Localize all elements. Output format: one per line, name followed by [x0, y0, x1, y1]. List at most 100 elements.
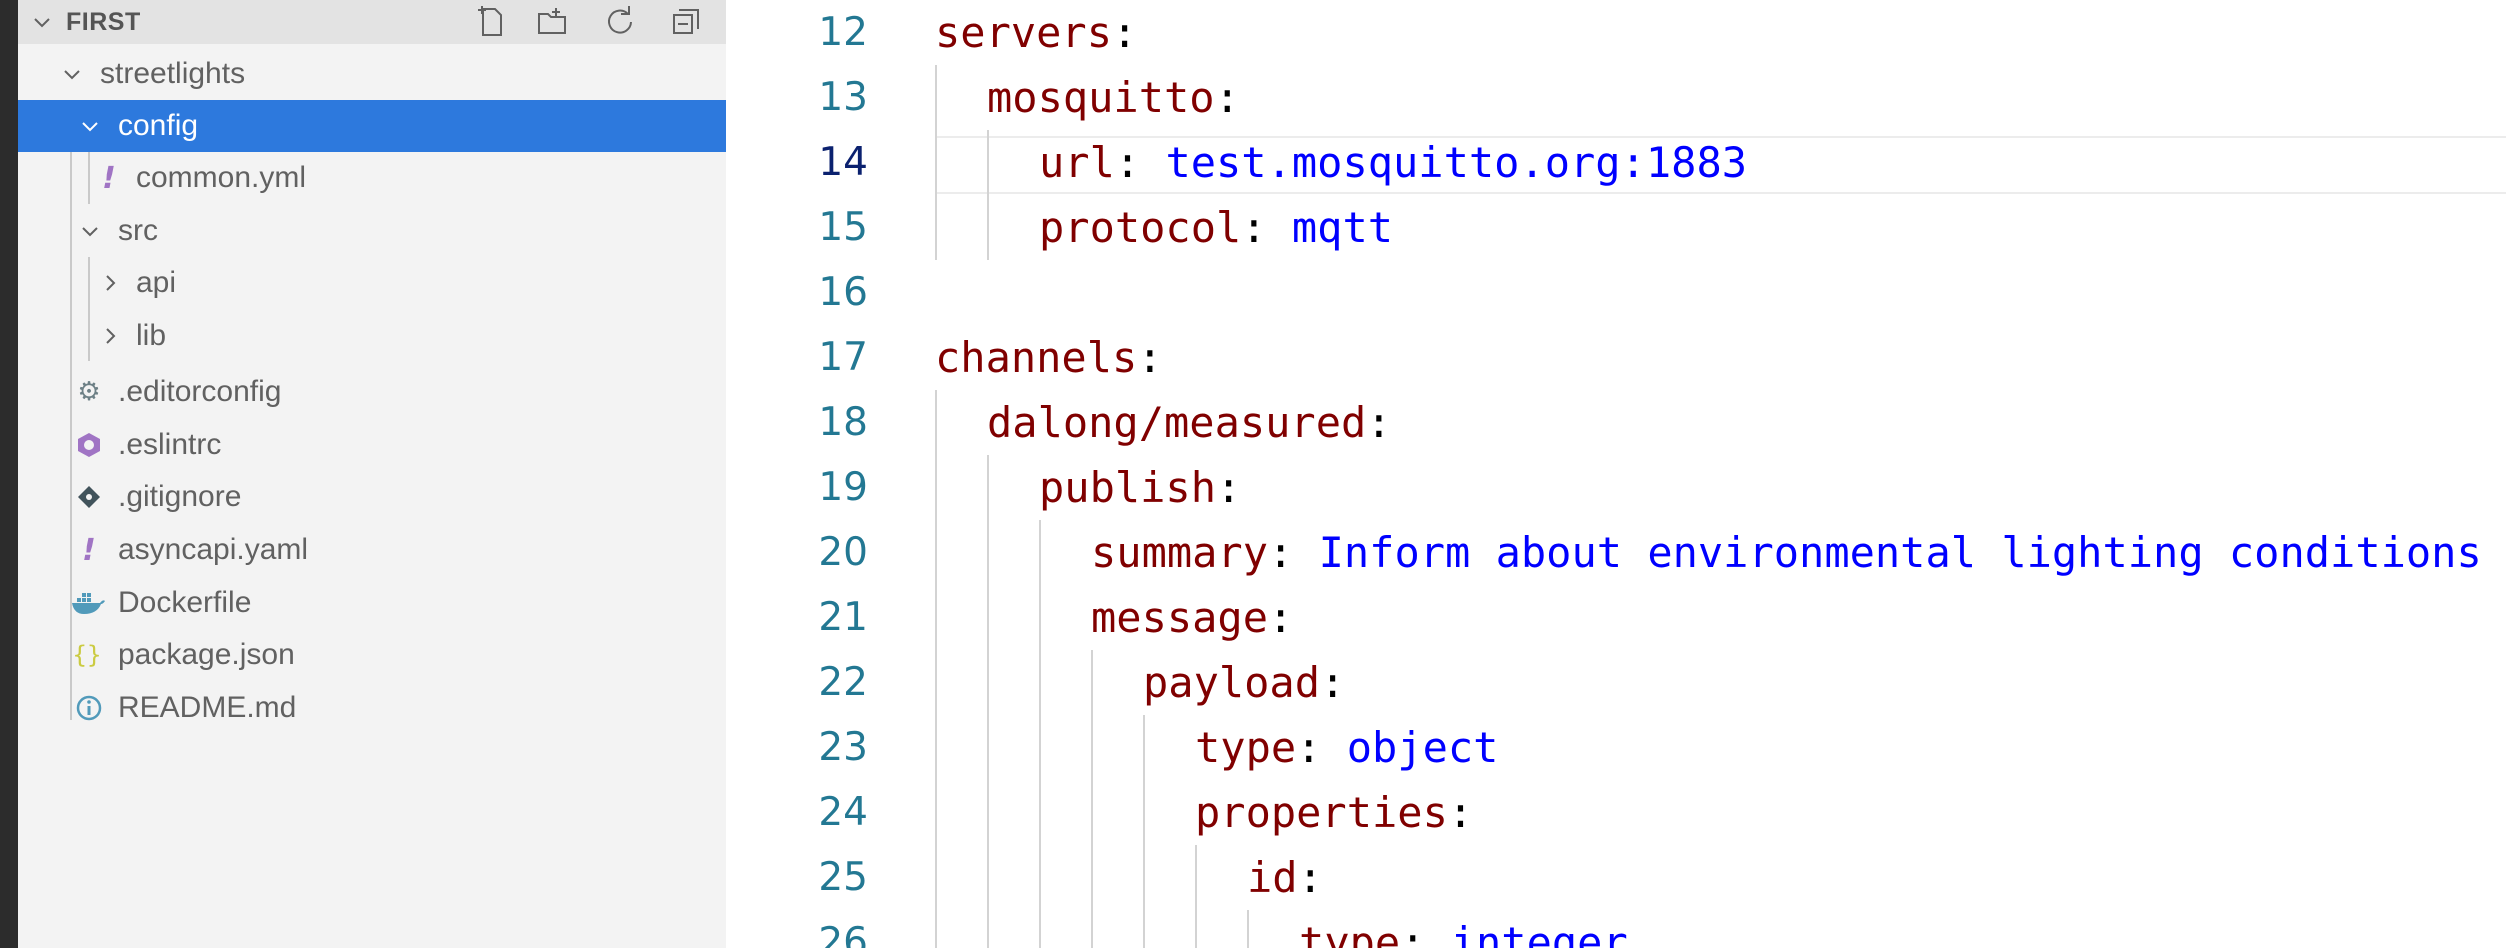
yaml-colon: :	[1268, 528, 1319, 577]
chevron-right-icon	[106, 328, 116, 344]
gear-icon: ⚙	[77, 377, 101, 407]
tree-item-src[interactable]: src	[18, 205, 726, 257]
tree-item-streetlights[interactable]: streetlights	[18, 48, 726, 100]
yaml-key: id	[1247, 853, 1298, 902]
tree-item-label: .eslintrc	[118, 428, 222, 461]
indent-guide	[88, 152, 90, 204]
yaml-colon: :	[1268, 593, 1294, 642]
code-line[interactable]: type: object	[1195, 715, 1498, 780]
code-line[interactable]: message:	[1091, 585, 1293, 650]
yaml-colon: :	[1112, 8, 1138, 57]
refresh-icon[interactable]	[602, 4, 638, 40]
yaml-colon: :	[1114, 138, 1166, 187]
tree-item-api[interactable]: api	[18, 257, 726, 309]
line-number: 22	[818, 660, 868, 705]
tree-item-package-json[interactable]: {} package.json	[18, 629, 726, 681]
tree-item-gitignore[interactable]: .gitignore	[18, 471, 726, 523]
tree-item-dockerfile[interactable]: Dockerfile	[18, 577, 726, 629]
code-line[interactable]: publish:	[1039, 455, 1241, 520]
indent-guide	[987, 130, 989, 260]
collapse-all-icon[interactable]	[668, 4, 704, 40]
line-number: 18	[818, 400, 868, 445]
chevron-right-icon	[106, 275, 116, 291]
yaml-colon: :	[1297, 853, 1323, 902]
yaml-colon: :	[1296, 723, 1347, 772]
yaml-key: type	[1299, 918, 1401, 948]
tree-item-common-yml[interactable]: ! common.yml	[18, 152, 726, 204]
tree-item-label: streetlights	[100, 57, 246, 90]
tree-item-label: asyncapi.yaml	[118, 533, 309, 566]
indent-guide	[1247, 910, 1249, 948]
line-number: 17	[818, 335, 868, 380]
new-file-icon[interactable]	[474, 4, 510, 40]
yaml-key: summary	[1091, 528, 1269, 577]
json-file-icon: {}	[72, 641, 102, 669]
code-line[interactable]: summary: Inform about environmental ligh…	[1091, 520, 2482, 585]
code-line[interactable]: properties:	[1195, 780, 1473, 845]
yaml-colon: :	[1137, 333, 1163, 382]
yaml-file-icon: !	[102, 160, 116, 196]
tree-item-editorconfig[interactable]: ⚙ .editorconfig	[18, 366, 726, 418]
yaml-colon: :	[1216, 463, 1242, 512]
line-number: 12	[818, 10, 868, 55]
tree-item-readme-md[interactable]: README.md	[18, 682, 726, 734]
yaml-colon: :	[1447, 788, 1474, 837]
code-line[interactable]: protocol: mqtt	[1039, 195, 1393, 260]
indent-guide	[1195, 845, 1197, 948]
yaml-colon: :	[1320, 658, 1346, 707]
yaml-key: url	[1039, 138, 1115, 187]
tree-item-label: config	[118, 109, 199, 142]
tree-item-label: package.json	[118, 638, 295, 671]
code-line[interactable]: url: test.mosquitto.org:1883	[1039, 130, 1747, 195]
line-number: 20	[818, 530, 868, 575]
tree-item-label: lib	[136, 319, 167, 352]
yaml-colon: :	[1400, 918, 1451, 948]
tree-item-asyncapi-yaml[interactable]: ! asyncapi.yaml	[18, 524, 726, 576]
chevron-down-icon	[64, 70, 80, 80]
tree-item-config[interactable]: config	[18, 100, 726, 152]
tree-item-label: api	[136, 266, 177, 299]
line-number: 25	[818, 855, 868, 900]
line-number: 15	[818, 205, 868, 250]
yaml-key: servers	[935, 8, 1113, 57]
code-line[interactable]: type: integer	[1299, 910, 1628, 948]
line-number: 21	[818, 595, 868, 640]
code-line[interactable]: mosquitto:	[987, 65, 1240, 130]
yaml-value: object	[1346, 723, 1499, 772]
tree-item-label: common.yml	[136, 161, 307, 194]
git-icon	[74, 482, 104, 512]
tree-item-label: README.md	[118, 691, 297, 724]
indent-guide	[88, 257, 90, 361]
explorer-sidebar: FIRST streetlights config ! common.yml s…	[18, 0, 726, 948]
current-line-highlight	[935, 136, 2506, 194]
docker-icon	[70, 588, 106, 618]
yaml-value: integer	[1450, 918, 1628, 948]
indent-guide	[935, 390, 937, 948]
yaml-value: mqtt	[1291, 203, 1394, 252]
code-line[interactable]: channels:	[935, 325, 1163, 390]
yaml-key: message	[1091, 593, 1269, 642]
code-line[interactable]: dalong/measured:	[987, 390, 1392, 455]
line-number: 13	[818, 75, 868, 120]
code-line[interactable]: id:	[1247, 845, 1323, 910]
yaml-key: payload	[1143, 658, 1321, 707]
tree-item-lib[interactable]: lib	[18, 310, 726, 362]
code-editor[interactable]: 12 13 14 15 16 17 18 19 20 21 22 23 24 2…	[726, 0, 2506, 948]
yaml-colon: :	[1366, 398, 1392, 447]
code-line[interactable]: servers:	[935, 0, 1137, 65]
info-icon	[74, 693, 104, 723]
yaml-key: type	[1195, 723, 1297, 772]
indent-guide	[1143, 715, 1145, 948]
yaml-key: protocol	[1039, 203, 1242, 252]
tree-item-eslintrc[interactable]: .eslintrc	[18, 419, 726, 471]
code-line[interactable]: payload:	[1143, 650, 1345, 715]
tree-item-label: Dockerfile	[118, 586, 252, 619]
tree-item-label: .gitignore	[118, 480, 242, 513]
yaml-key: properties	[1195, 788, 1448, 837]
explorer-section-header[interactable]: FIRST	[18, 0, 726, 44]
line-number: 16	[818, 270, 868, 315]
indent-guide	[935, 65, 937, 260]
line-number: 23	[818, 725, 868, 770]
new-folder-icon[interactable]	[534, 4, 570, 40]
indent-guide	[1091, 650, 1093, 948]
